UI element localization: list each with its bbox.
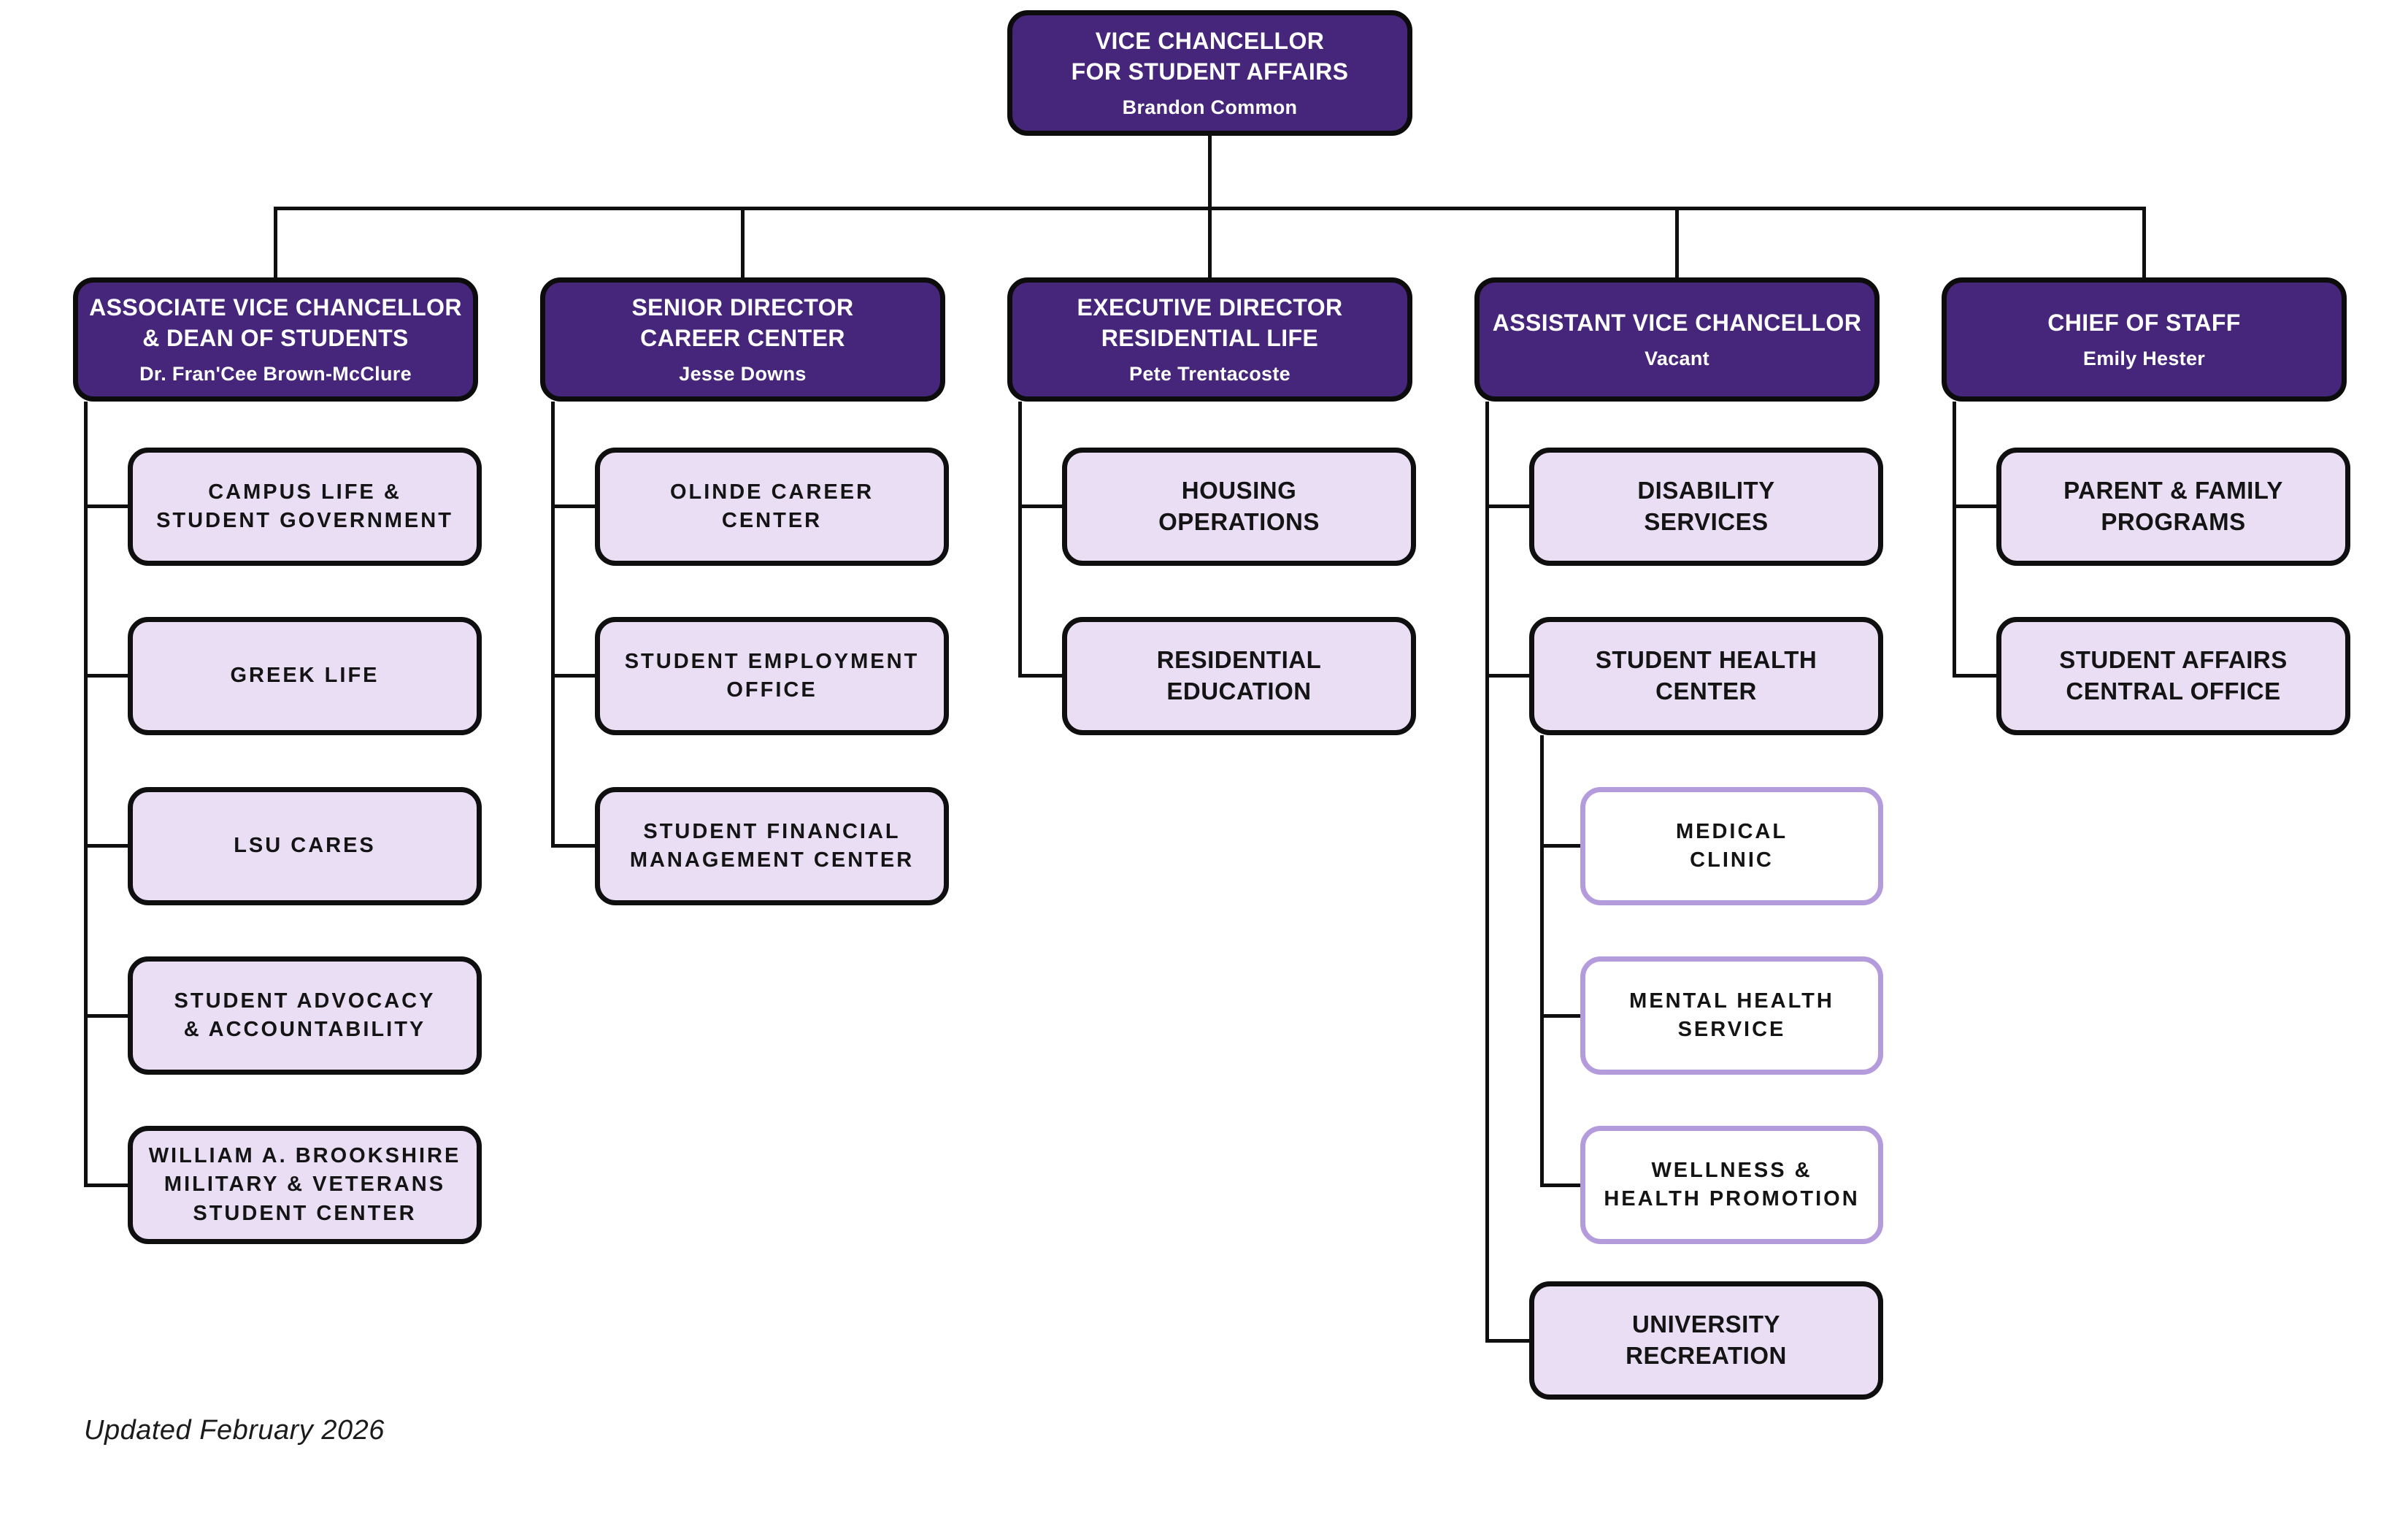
org-node-residential-education: RESIDENTIAL EDUCATION [1062,617,1416,735]
connector-line [551,844,595,848]
connector-line [1208,136,1212,207]
node-label: STUDENT EMPLOYMENT OFFICE [624,649,920,702]
connector-line [274,207,2146,210]
org-node-medical-clinic: MEDICAL CLINIC [1580,787,1883,905]
connector-line [1953,402,1956,678]
node-person: Brandon Common [1122,96,1298,118]
org-node-brookshire-military-veterans-center: WILLIAM A. BROOKSHIRE MILITARY & VETERAN… [128,1126,482,1244]
node-person: Vacant [1645,347,1709,369]
org-node-student-advocacy-accountability: STUDENT ADVOCACY & ACCOUNTABILITY [128,956,482,1075]
connector-line [1953,674,1996,678]
org-node-campus-life-student-government: CAMPUS LIFE & STUDENT GOVERNMENT [128,448,482,566]
updated-date: Updated February 2026 [84,1415,385,1446]
connector-line [1485,674,1529,678]
node-label: CAMPUS LIFE & STUDENT GOVERNMENT [156,480,453,532]
org-node-student-affairs-central-office: STUDENT AFFAIRS CENTRAL OFFICE [1996,617,2350,735]
node-label: STUDENT AFFAIRS CENTRAL OFFICE [2059,646,2288,705]
connector-line [1540,735,1544,1187]
node-title: EXECUTIVE DIRECTOR RESIDENTIAL LIFE [1077,294,1343,352]
org-node-university-recreation: UNIVERSITY RECREATION [1529,1281,1883,1400]
connector-line [1018,674,1062,678]
node-label: STUDENT ADVOCACY & ACCOUNTABILITY [174,989,436,1041]
node-title: VICE CHANCELLOR FOR STUDENT AFFAIRS [1071,28,1349,85]
connector-line [84,402,88,1187]
node-title: ASSISTANT VICE CHANCELLOR [1492,310,1862,337]
node-label: OLINDE CAREER CENTER [669,480,874,532]
node-label: LSU CARES [234,834,376,858]
connector-line [84,505,128,508]
connector-line [84,674,128,678]
org-node-chief-of-staff: CHIEF OF STAFF Emily Hester [1942,277,2347,402]
connector-line [1018,402,1022,678]
node-title: ASSOCIATE VICE CHANCELLOR & DEAN OF STUD… [89,294,462,352]
org-node-wellness-health-promotion: WELLNESS & HEALTH PROMOTION [1580,1126,1883,1244]
node-label: WILLIAM A. BROOKSHIRE MILITARY & VETERAN… [148,1144,461,1225]
node-label: PARENT & FAMILY PROGRAMS [2063,477,2283,535]
org-node-executive-director-residential-life: EXECUTIVE DIRECTOR RESIDENTIAL LIFE Pete… [1007,277,1412,402]
org-node-parent-family-programs: PARENT & FAMILY PROGRAMS [1996,448,2350,566]
node-label: WELLNESS & HEALTH PROMOTION [1604,1158,1860,1211]
node-label: STUDENT HEALTH CENTER [1595,646,1817,705]
node-title: SENIOR DIRECTOR CAREER CENTER [631,294,854,352]
connector-line [2142,210,2146,277]
node-person: Emily Hester [2082,347,2206,369]
org-node-student-employment-office: STUDENT EMPLOYMENT OFFICE [595,617,949,735]
node-label: RESIDENTIAL EDUCATION [1156,646,1322,705]
connector-line [1485,505,1529,508]
org-node-student-health-center: STUDENT HEALTH CENTER [1529,617,1883,735]
node-title: CHIEF OF STAFF [2047,310,2241,337]
connector-line [1540,1014,1580,1018]
org-node-housing-operations: HOUSING OPERATIONS [1062,448,1416,566]
org-node-olinde-career-center: OLINDE CAREER CENTER [595,448,949,566]
connector-line [1953,505,1996,508]
org-node-student-financial-management-center: STUDENT FINANCIAL MANAGEMENT CENTER [595,787,949,905]
node-label: MENTAL HEALTH SERVICE [1629,989,1834,1041]
connector-line [741,210,745,277]
connector-line [1485,402,1489,1343]
connector-line [1208,210,1212,277]
connector-line [84,844,128,848]
connector-line [551,402,555,848]
org-node-mental-health-service: MENTAL HEALTH SERVICE [1580,956,1883,1075]
node-person: Pete Trentacoste [1129,362,1290,385]
connector-line [1018,505,1062,508]
org-node-lsu-cares: LSU CARES [128,787,482,905]
org-node-assistant-vice-chancellor: ASSISTANT VICE CHANCELLOR Vacant [1474,277,1880,402]
node-label: GREEK LIFE [230,664,380,688]
node-label: DISABILITY SERVICES [1637,477,1775,535]
connector-line [274,210,277,277]
connector-line [1485,1339,1529,1343]
org-node-vice-chancellor-student-affairs: VICE CHANCELLOR FOR STUDENT AFFAIRS Bran… [1007,10,1412,136]
connector-line [84,1184,128,1187]
node-label: STUDENT FINANCIAL MANAGEMENT CENTER [629,819,915,872]
node-label: HOUSING OPERATIONS [1158,477,1320,535]
node-person: Dr. Fran'Cee Brown-McClure [139,362,412,385]
org-node-senior-director-career-center: SENIOR DIRECTOR CAREER CENTER Jesse Down… [540,277,945,402]
connector-line [1675,210,1679,277]
org-node-associate-vc-dean-of-students: ASSOCIATE VICE CHANCELLOR & DEAN OF STUD… [73,277,478,402]
org-node-greek-life: GREEK LIFE [128,617,482,735]
connector-line [551,505,595,508]
connector-line [551,674,595,678]
node-person: Jesse Downs [679,362,807,385]
node-label: UNIVERSITY RECREATION [1626,1311,1787,1369]
connector-line [1540,844,1580,848]
connector-line [84,1014,128,1018]
node-label: MEDICAL CLINIC [1675,819,1788,872]
connector-line [1540,1184,1580,1187]
org-node-disability-services: DISABILITY SERVICES [1529,448,1883,566]
